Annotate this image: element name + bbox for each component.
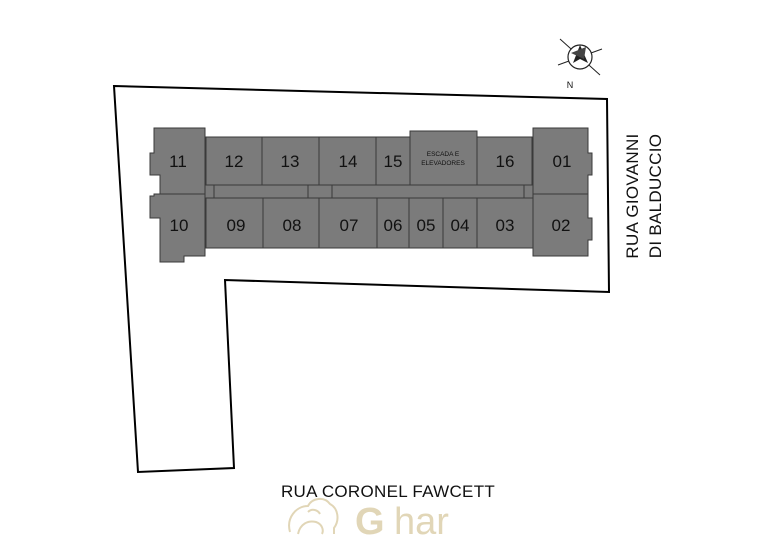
unit-label: 12 [225,152,244,171]
unit-label: 11 [169,152,187,171]
unit-16 [476,136,533,186]
unit-label: 16 [496,152,515,171]
unit-08 [262,197,320,249]
unit-label: 09 [227,216,246,235]
unit-label: 02 [552,216,571,235]
lion-logo-icon [288,498,339,535]
watermark-logo: G [355,501,385,543]
unit-03 [476,197,534,249]
unit-label: 07 [340,216,359,235]
unit-label: 04 [451,216,470,235]
lot-outline [112,84,611,474]
unit-04 [442,197,478,249]
unit-label: 10 [170,216,189,235]
unit-label: 08 [283,216,302,235]
unit-02 [532,193,593,257]
unit-12 [205,136,263,186]
north-label: N [567,80,574,90]
street-right-line1: RUA GIOVANNI [623,133,642,258]
building [149,127,593,263]
unit-label: 15 [384,152,403,171]
unit-labels-top: 11 12 13 14 15 16 01 [169,152,571,171]
unit-label: 13 [281,152,300,171]
unit-labels-bottom: 10 09 08 07 06 05 04 03 02 [170,216,571,235]
core-label: ESCADA E ELEVADORES [421,151,465,167]
unit-label: 03 [496,216,515,235]
watermark: G har [288,498,449,543]
core-label-line1: ESCADA E [427,151,460,158]
core-label-line2: ELEVADORES [421,160,465,167]
unit-11 [149,127,206,195]
unit-06 [376,197,410,249]
unit-13 [261,136,320,186]
unit-label: 06 [384,216,403,235]
core-stairs [409,130,478,186]
unit-14 [318,136,377,186]
street-right: RUA GIOVANNI DI BALDUCCIO [623,133,665,258]
compass-icon [557,38,603,76]
watermark-text: har [394,501,449,543]
unit-label: 14 [339,152,358,171]
unit-10 [149,193,206,263]
street-bottom: RUA CORONEL FAWCETT [281,482,495,501]
unit-label: 01 [553,152,572,171]
street-right-line2: DI BALDUCCIO [646,134,665,259]
unit-label: 05 [417,216,436,235]
